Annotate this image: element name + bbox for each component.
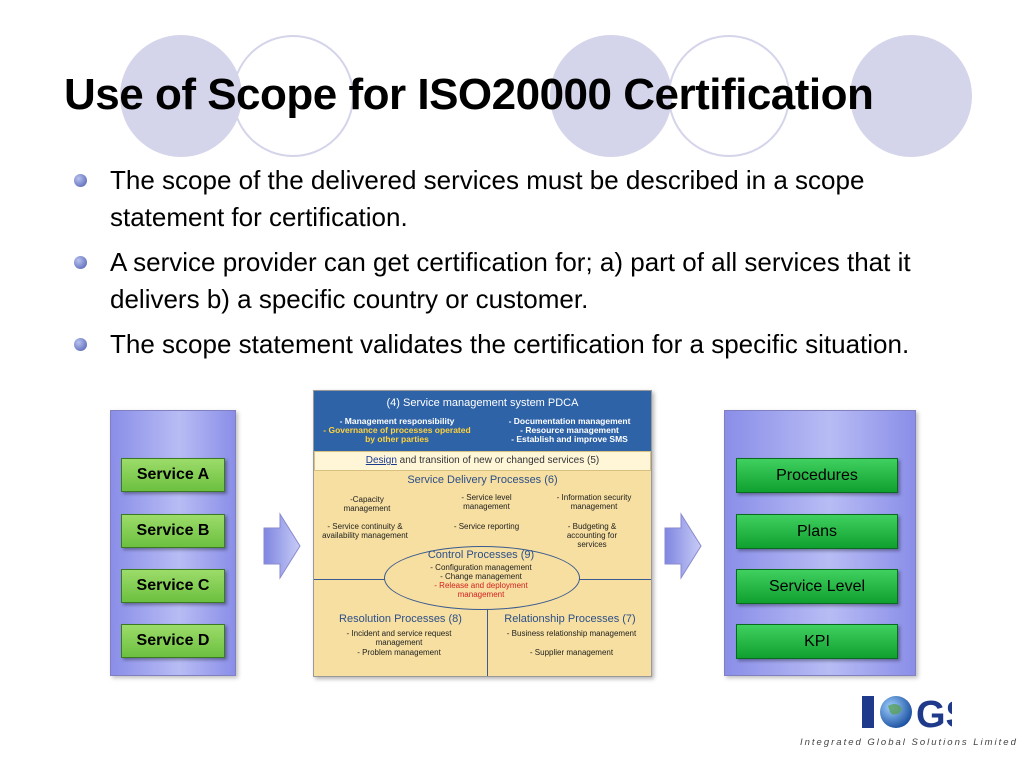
divider-vertical xyxy=(487,609,488,676)
mgmt-responsibility: - Management responsibility xyxy=(339,416,455,426)
governance-processes: - Governance of processes operated by ot… xyxy=(323,425,471,444)
business-relationship-mgmt: - Business relationship management xyxy=(506,629,637,638)
config-mgmt: - Configuration management xyxy=(430,563,532,572)
info-security-mgmt: - Information security management xyxy=(556,493,632,511)
sms-header-right: - Documentation management - Resource ma… xyxy=(492,417,647,444)
decor-circle-1 xyxy=(120,35,242,157)
decor-circle-3 xyxy=(850,35,972,157)
right-arrow-icon xyxy=(664,512,702,580)
bullet-dot-icon xyxy=(74,256,87,269)
sms-header-title: (4) Service management system PDCA xyxy=(386,397,579,409)
design-rest: and transition of new or changed service… xyxy=(396,455,600,466)
bullet-item: The scope statement validates the certif… xyxy=(74,326,964,363)
problem-mgmt: - Problem management xyxy=(357,648,441,657)
change-mgmt: - Change management xyxy=(440,572,522,581)
sms-header-left: - Management responsibility - Governance… xyxy=(322,417,472,444)
service-level-mgmt: - Service level management xyxy=(461,493,512,511)
service-reporting: - Service reporting xyxy=(453,522,520,531)
outputs-panel: Procedures Plans Service Level KPI xyxy=(724,410,916,676)
procedures-box: Procedures xyxy=(736,458,898,493)
resource-mgmt: - Resource management xyxy=(520,425,619,435)
bullet-dot-icon xyxy=(74,174,87,187)
control-ellipse xyxy=(384,546,580,610)
bullet-list: The scope of the delivered services must… xyxy=(74,162,964,371)
service-a-box: Service A xyxy=(121,458,225,492)
decor-ring-2 xyxy=(668,35,790,157)
incident-mgmt: - Incident and service request managemen… xyxy=(346,629,452,647)
bullet-dot-icon xyxy=(74,338,87,351)
service-level-box: Service Level xyxy=(736,569,898,604)
service-b-box: Service B xyxy=(121,514,225,548)
resolution-title: Resolution Processes (8) xyxy=(339,613,462,625)
sms-pdca-diagram: (4) Service management system PDCA - Man… xyxy=(313,390,652,677)
decor-ring-1 xyxy=(232,35,354,157)
design-transition-bar: Design and transition of new or changed … xyxy=(314,451,651,471)
logo-mark: GS xyxy=(916,694,952,732)
budgeting-accounting: - Budgeting & accounting for services xyxy=(566,522,618,549)
relationship-title: Relationship Processes (7) xyxy=(504,613,636,625)
establish-sms: - Establish and improve SMS xyxy=(511,434,628,444)
supplier-mgmt: - Supplier management xyxy=(529,648,614,657)
service-d-box: Service D xyxy=(121,624,225,658)
kpi-box: KPI xyxy=(736,624,898,659)
services-panel: Service A Service B Service C Service D xyxy=(110,410,236,676)
decor-circle-2 xyxy=(550,35,672,157)
bullet-text: The scope statement validates the certif… xyxy=(110,329,910,359)
capacity-mgmt: -Capacity management xyxy=(343,495,391,513)
control-title: Control Processes (9) xyxy=(427,549,535,561)
bullet-item: A service provider can get certification… xyxy=(74,244,964,318)
logo-subtitle: Integrated Global Solutions Limited xyxy=(800,737,1018,748)
slide-title: Use of Scope for ISO20000 Certification xyxy=(64,70,874,119)
bullet-item: The scope of the delivered services must… xyxy=(74,162,964,236)
sms-header: (4) Service management system PDCA - Man… xyxy=(314,391,651,451)
design-word: Design xyxy=(365,455,397,466)
release-mgmt: - Release and deployment management xyxy=(434,581,528,599)
bullet-text: A service provider can get certification… xyxy=(110,247,911,314)
plans-box: Plans xyxy=(736,514,898,549)
continuity-mgmt: - Service continuity & availability mana… xyxy=(322,522,408,540)
documentation-mgmt: - Documentation management xyxy=(508,416,631,426)
right-arrow-icon xyxy=(263,512,301,580)
igs-logo: GS xyxy=(862,694,952,732)
bullet-text: The scope of the delivered services must… xyxy=(110,165,865,232)
delivery-title: Service Delivery Processes (6) xyxy=(407,474,558,486)
service-c-box: Service C xyxy=(121,569,225,603)
